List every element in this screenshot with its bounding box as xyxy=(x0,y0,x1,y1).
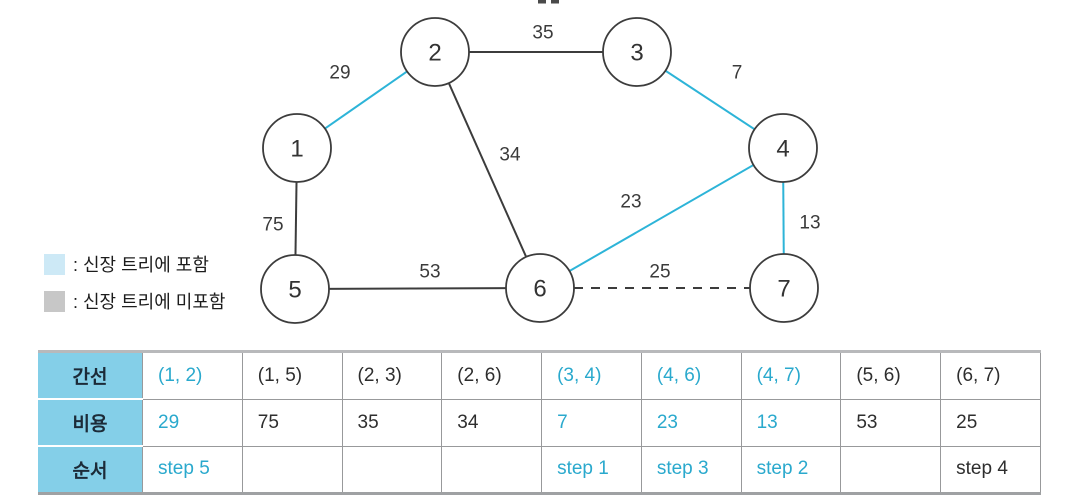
graph-node-1 xyxy=(262,113,332,183)
graph-node-label-1: 1 xyxy=(290,136,303,163)
row-header-edge: 간선 xyxy=(38,351,143,399)
graph-node-label-4: 4 xyxy=(776,136,789,163)
edge-table: 간선(1, 2)(1, 5)(2, 3)(2, 6)(3, 4)(4, 6)(4… xyxy=(38,350,1041,495)
graph-node-label-7: 7 xyxy=(777,276,790,303)
edge-weight-1-2: 29 xyxy=(329,63,350,84)
cell-edge--2--6-: (2, 6) xyxy=(441,351,543,400)
graph-node-2 xyxy=(400,17,470,87)
cell-step--6--7-: step 4 xyxy=(940,445,1041,494)
included-in-tree-swatch xyxy=(44,253,65,275)
graph-node-6 xyxy=(505,253,575,323)
edge-weight-1-5: 75 xyxy=(262,215,283,236)
graph-node-5 xyxy=(260,254,330,324)
edge-weight-4-7: 13 xyxy=(799,213,820,234)
legend-included-label: : 신장 트리에 포함 xyxy=(73,255,209,275)
cell-edge--5--6-: (5, 6) xyxy=(840,351,942,400)
graph-node-label-6: 6 xyxy=(533,276,546,303)
cell-step--1--2-: step 5 xyxy=(142,445,243,494)
cell-edge--3--4-: (3, 4) xyxy=(541,351,642,400)
cell-step--2--6- xyxy=(441,445,543,494)
legend-excluded-label: : 신장 트리에 미포함 xyxy=(73,292,226,312)
cell-cost--1--5-: 75 xyxy=(241,398,343,447)
cell-cost--5--6-: 53 xyxy=(840,398,942,447)
edge-weight-4-6: 23 xyxy=(620,192,641,213)
cell-step--2--3- xyxy=(341,445,443,494)
cell-edge--2--3-: (2, 3) xyxy=(341,351,443,400)
edge-weight-5-6: 53 xyxy=(419,262,440,283)
cell-step--3--4-: step 1 xyxy=(541,445,642,494)
legend-item-included: : 신장 트리에 포함 xyxy=(44,251,225,277)
edge-4-6 xyxy=(539,147,784,289)
cell-cost--3--4-: 7 xyxy=(541,398,642,447)
row-header-cost: 비용 xyxy=(38,398,143,446)
graph-node-4 xyxy=(748,113,818,183)
graph-node-label-3: 3 xyxy=(630,40,643,67)
cell-cost--6--7-: 25 xyxy=(940,398,1041,447)
cell-edge--4--7-: (4, 7) xyxy=(740,351,842,400)
graph-node-label-2: 2 xyxy=(428,40,441,67)
legend: : 신장 트리에 포함 : 신장 트리에 미포함 xyxy=(44,251,225,314)
cropped-glyph-artifact xyxy=(538,0,559,4)
cell-cost--1--2-: 29 xyxy=(142,398,243,447)
cell-cost--2--6-: 34 xyxy=(441,398,543,447)
graph-node-label-5: 5 xyxy=(288,277,301,304)
cell-edge--1--5-: (1, 5) xyxy=(241,351,343,400)
edge-weight-6-7: 25 xyxy=(649,262,670,283)
cell-edge--6--7-: (6, 7) xyxy=(940,351,1041,400)
graph-node-7 xyxy=(749,253,819,323)
graph-node-3 xyxy=(602,17,672,87)
cell-cost--2--3-: 35 xyxy=(341,398,443,447)
row-header-step: 순서 xyxy=(38,445,143,494)
cell-cost--4--6-: 23 xyxy=(640,398,742,447)
edge-weight-3-4: 7 xyxy=(732,63,743,84)
edge-weight-2-6: 34 xyxy=(499,145,521,166)
cell-edge--1--2-: (1, 2) xyxy=(142,351,243,400)
excluded-from-tree-swatch xyxy=(44,290,65,312)
edge-5-6 xyxy=(294,287,541,290)
edge-2-6 xyxy=(434,51,541,289)
edge-table-wrap: 간선(1, 2)(1, 5)(2, 3)(2, 6)(3, 4)(4, 6)(4… xyxy=(38,350,1041,495)
cell-step--1--5- xyxy=(241,445,343,494)
edge-weight-2-3: 35 xyxy=(532,23,553,44)
cell-step--4--7-: step 2 xyxy=(740,445,842,494)
cell-edge--4--6-: (4, 6) xyxy=(640,351,742,400)
cell-step--4--6-: step 3 xyxy=(640,445,742,494)
cell-cost--4--7-: 13 xyxy=(740,398,842,447)
legend-item-excluded: : 신장 트리에 미포함 xyxy=(44,288,225,314)
table-row-edge: 간선(1, 2)(1, 5)(2, 3)(2, 6)(3, 4)(4, 6)(4… xyxy=(38,351,1041,400)
cell-step--5--6- xyxy=(840,445,942,494)
